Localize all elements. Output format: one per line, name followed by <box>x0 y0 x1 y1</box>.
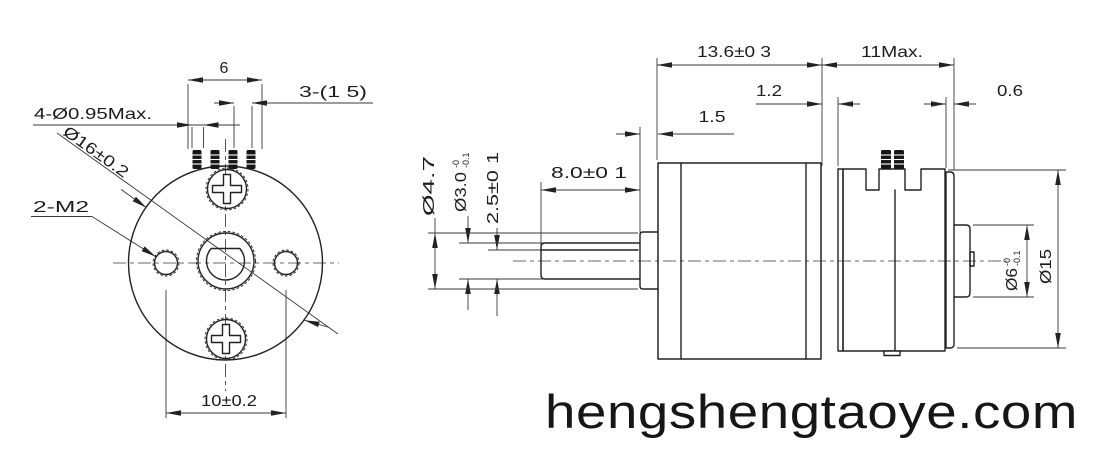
dim-pin-pitch-label: 3-(1 5) <box>299 84 367 101</box>
dim-front-boss-diameter-label: Ø4.7 <box>421 156 438 216</box>
dim-body-diameter-side-label: Ø15 <box>1038 249 1055 284</box>
shaft-hub <box>195 230 257 292</box>
shaft-tolerance-upper: -0 <box>451 160 461 168</box>
screw-bottom <box>204 317 248 361</box>
gearbox-body <box>657 162 822 360</box>
dim-pins-width-label: 6 <box>220 60 229 77</box>
rear-boss-tolerance-lower: -0.1 <box>1012 250 1022 266</box>
rear-end-cap <box>945 171 975 349</box>
screw-top <box>205 167 249 211</box>
side-view: 13.6±0 3 11Max. 1.2 0.6 1.5 8.0±0 1 Ø4.7… <box>421 44 1066 360</box>
front-view-dimension-lines <box>31 77 373 418</box>
phillips-cross-icon <box>210 323 242 355</box>
d-shaft-profile <box>205 247 246 281</box>
rear-shaft-nub <box>969 251 975 267</box>
dim-front-boss-length-label: 1.5 <box>699 109 726 126</box>
side-view-dimension-lines <box>428 58 1066 349</box>
dim-pin-diameter-label: 4-Ø0.95Max. <box>34 106 152 123</box>
dim-rear-boss-diameter-label: Ø6 <box>1004 268 1021 291</box>
dim-shaft-diameter-label: Ø3.0 <box>453 172 470 212</box>
dim-shaft-length-label: 8.0±0 1 <box>551 165 627 182</box>
can-bottom-tab <box>883 350 901 357</box>
dim-gap-label: 1.2 <box>756 83 782 100</box>
mounting-hole-right <box>272 249 300 277</box>
watermark-text: hengshengtaoye.com <box>545 385 1078 438</box>
shaft-tolerance-lower: -0.1 <box>461 152 471 168</box>
dim-shaft-flat-label: 2.5±0 1 <box>485 152 502 224</box>
dim-gearbox-length-label: 13.6±0 3 <box>697 44 771 61</box>
dim-hole-spacing-label: 10±0.2 <box>201 393 257 410</box>
phillips-cross-icon <box>211 173 243 205</box>
front-boss <box>639 231 659 290</box>
dim-endcap-rim-label: 0.6 <box>997 83 1023 100</box>
terminal-pins-front <box>192 150 256 169</box>
motor-front-plate <box>837 168 844 352</box>
output-shaft <box>540 242 641 280</box>
rear-boss-tolerance-upper: -0 <box>1002 258 1012 266</box>
mounting-holes-label: 2-M2 <box>33 199 89 216</box>
front-view: 6 3-(1 5) 4-Ø0.95Max. Ø16±0.2 2-M2 10±0.… <box>31 60 373 418</box>
mounting-hole-left <box>152 249 180 277</box>
dim-motor-length-label: 11Max. <box>861 44 923 61</box>
dim-body-diameter-front-label: Ø16±0.2 <box>60 123 132 181</box>
motor-can <box>842 150 946 357</box>
